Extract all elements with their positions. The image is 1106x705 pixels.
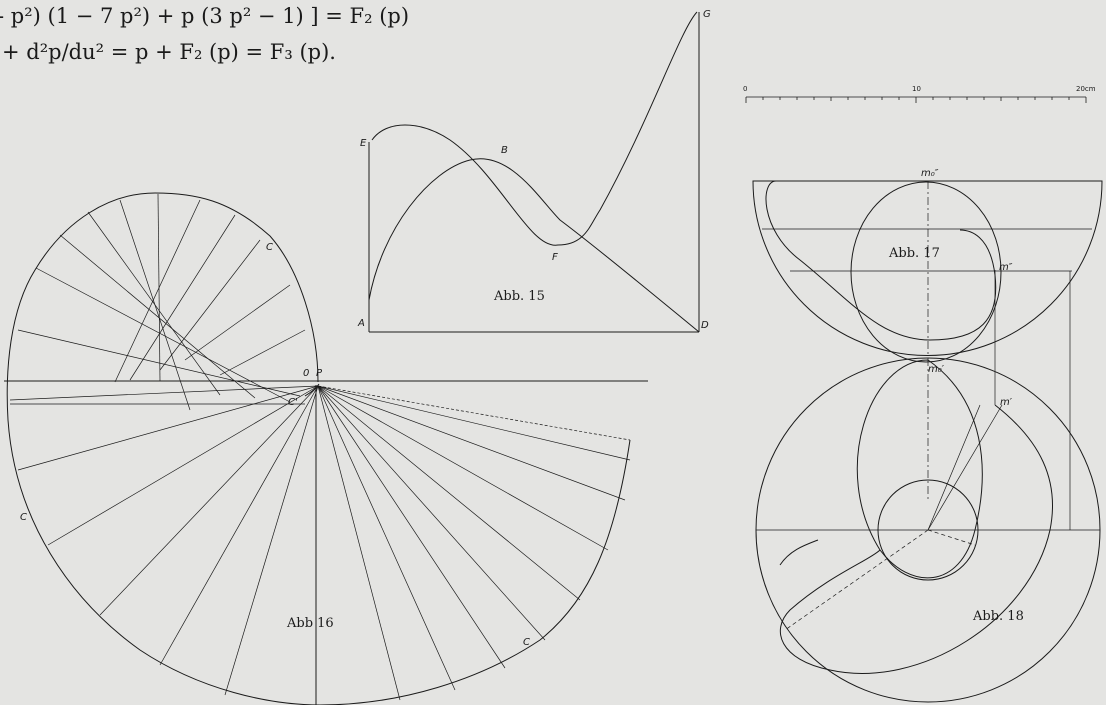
fig15-label-D: D [701, 320, 709, 331]
fig15-caption: Abb. 15 [493, 289, 545, 304]
fig16-label-C-prime: C' [288, 397, 298, 408]
fig17-label-m-doubleprime: m″ [999, 262, 1013, 273]
fig16-label-P: P [316, 368, 323, 379]
fig18-spiral-curve [780, 404, 1054, 674]
fig16-chord [87, 211, 221, 396]
fig16-ray [317, 385, 546, 641]
fig18-caption: Abb. 18 [972, 609, 1024, 624]
fig16-ray-lines [9, 385, 631, 701]
fig16-label-C-upper: C [266, 242, 273, 253]
fig15-label-F: F [552, 252, 558, 263]
fig16-chord [17, 329, 301, 397]
fig15-curve-B [368, 158, 700, 333]
fig18-ray-m [927, 404, 1003, 531]
fig15-label-B: B [501, 145, 508, 156]
fig18-spiral-tail [779, 539, 819, 566]
fig18-label-m-prime: m′ [1000, 397, 1013, 408]
fig16-upper-chords [17, 193, 306, 411]
fig16-chord [159, 239, 261, 371]
fig18-label-m0-prime: m₀′ [928, 364, 945, 375]
figure-15 [368, 11, 700, 333]
fig16-ray [317, 385, 506, 669]
equation-line-1: - p²) (1 − 7 p²) + p (3 p² − 1) ] = F₂ (… [0, 4, 410, 28]
fig18-ray-m0 [927, 404, 981, 531]
fig16-ray [159, 385, 319, 666]
fig16-caption: Abb 16 [286, 616, 334, 631]
fig17-caption: Abb. 17 [888, 246, 940, 261]
fig16-ray [99, 385, 319, 616]
scale-bar-ticks [745, 97, 1087, 103]
fig16-ray [9, 385, 319, 401]
fig18-dashed-ray [784, 529, 929, 631]
fig16-ray [317, 385, 626, 501]
fig16-ray [317, 385, 609, 551]
fig16-ray [224, 385, 319, 696]
fig16-ray [317, 385, 581, 601]
scale-label-ten: 10 [912, 85, 921, 93]
fig15-curve-EFG [371, 11, 698, 246]
fig16-label-O: 0 [303, 368, 309, 379]
fig16-ray [47, 385, 319, 546]
fig16-outline-curve [6, 192, 631, 705]
fig16-chord [219, 329, 306, 376]
fig17-ellipse [850, 181, 1002, 363]
scale-label-zero: 0 [743, 85, 747, 93]
fig18-dashed-ray-short [927, 529, 976, 546]
fig16-chord [114, 199, 201, 383]
fig16-chord [129, 214, 236, 381]
fig16-ray [17, 385, 319, 471]
fig17-loop-curve [765, 180, 997, 341]
fig16-ray [317, 385, 401, 701]
fig16-small-hook [304, 383, 320, 397]
fig16-label-C-left: C [20, 512, 27, 523]
equation-line-2: + d²p/du² = p + F₂ (p) = F₃ (p). [2, 40, 336, 64]
fig16-outer-curve [6, 192, 631, 705]
fig15-label-G: G [703, 9, 711, 20]
fig18-egg-curve [856, 359, 983, 579]
fig15-label-A: A [357, 318, 365, 329]
fig15-label-E: E [360, 138, 367, 149]
scale-label-twenty: 20cm [1076, 85, 1096, 93]
fig16-dashed-ray [317, 385, 631, 441]
fig16-ray [317, 385, 631, 461]
fig16-ray [317, 385, 456, 691]
scale-bar [745, 96, 1087, 103]
figure-17 [752, 180, 1103, 530]
fig16-chord [59, 234, 256, 399]
fig16-chord [184, 284, 291, 361]
fig16-label-C-right: C [523, 637, 530, 648]
figure-18 [755, 357, 1101, 703]
figure-16 [4, 192, 648, 705]
fig17-label-m0-doubleprime: m₀″ [921, 168, 939, 179]
fig17-half-disk [752, 180, 1103, 356]
fig16-chord [35, 267, 291, 403]
